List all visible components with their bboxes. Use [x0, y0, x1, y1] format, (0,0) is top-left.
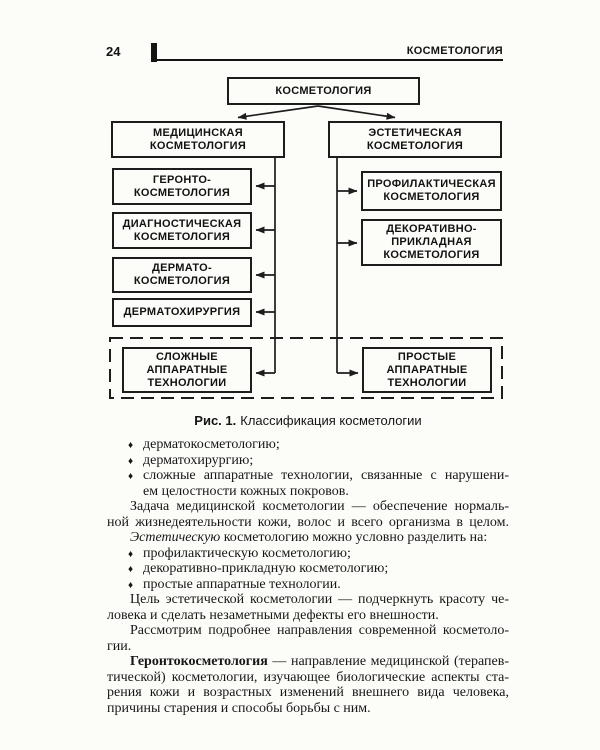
diagram-box-complex-hardware-tech: СЛОЖНЫЕ АППАРАТНЫЕ ТЕХНОЛОГИИ — [122, 347, 252, 393]
text-segment: Рассмотрим подробнее направления совреме… — [130, 623, 509, 638]
text-line: ♦ декоративно-прикладную косметологию; — [107, 561, 509, 577]
diamond-bullet-icon: ♦ — [128, 471, 134, 482]
text-line: ♦ дерматохирургию; — [107, 453, 509, 469]
diagram-box-geronto-cosmetology: ГЕРОНТО- КОСМЕТОЛОГИЯ — [112, 168, 252, 205]
text-line: ♦ простые аппаратные технологии. — [107, 577, 509, 593]
diagram-box-medical-cosmetology: МЕДИЦИНСКАЯ КОСМЕТОЛОГИЯ — [111, 121, 285, 158]
text-segment: ем целостности кожных покровов. — [143, 483, 349, 499]
diamond-bullet-icon: ♦ — [128, 455, 134, 467]
diagram-box-decorative-applied-cosmetology: ДЕКОРАТИВНО- ПРИКЛАДНАЯ КОСМЕТОЛОГИЯ — [361, 219, 502, 266]
text-segment: простые аппаратные технологии. — [143, 576, 341, 592]
diagram-box-dermato-cosmetology: ДЕРМАТО- КОСМЕТОЛОГИЯ — [112, 257, 252, 293]
text-line: Задача медицинской косметологии — обеспе… — [107, 499, 509, 515]
text-segment: дерматокосметологию; — [143, 437, 280, 452]
diagram-box-simple-hardware-tech: ПРОСТЫЕ АППАРАТНЫЕ ТЕХНОЛОГИИ — [362, 347, 492, 393]
diagram-box-diagnostic-cosmetology: ДИАГНОСТИЧЕСКАЯ КОСМЕТОЛОГИЯ — [112, 212, 252, 249]
diamond-bullet-icon: ♦ — [128, 548, 134, 560]
text-segment: дерматохирургию; — [143, 452, 254, 468]
flowchart-connectors — [109, 105, 503, 399]
text-line: рения кожи и возрастных изменений внешне… — [107, 685, 509, 701]
text-segment: Геронтокосметология — [130, 654, 268, 669]
text-line: тической) косметологии, изучающее биолог… — [107, 670, 509, 686]
text-line: ♦ профилактическую косметологию; — [107, 546, 509, 562]
page-number: 24 — [106, 44, 121, 59]
text-segment: ловека и сделать незаметными дефекты его… — [107, 607, 439, 623]
text-line: ной жизнедеятельности кожи, волос и всег… — [107, 515, 509, 531]
text-segment: Задача медицинской косметологии — обеспе… — [130, 499, 509, 514]
text-line: ем целостности кожных покровов. — [107, 484, 509, 500]
text-segment: гии. — [107, 638, 132, 654]
text-segment: декоративно-прикладную косметологию; — [143, 561, 389, 576]
diagram-box-aesthetic-cosmetology: ЭСТЕТИЧЕСКАЯ КОСМЕТОЛОГИЯ — [328, 121, 502, 158]
diagram-box-dermatosurgery: ДЕРМАТОХИРУРГИЯ — [112, 298, 252, 327]
text-segment: причины старения и способы борьбы с ним. — [107, 700, 371, 716]
text-segment: тической) косметологии, изучающее биолог… — [107, 669, 509, 685]
text-segment: Эстетическую — [130, 530, 221, 545]
figure-caption: Рис. 1.Классификация косметологии — [107, 413, 509, 429]
diamond-bullet-icon: ♦ — [128, 564, 134, 575]
header-tick-mark — [151, 43, 157, 62]
figure-caption-text: Классификация косметологии — [240, 413, 422, 428]
text-segment: сложные аппаратные технологии, связанные… — [143, 468, 509, 483]
diamond-bullet-icon: ♦ — [128, 440, 134, 451]
text-segment: профилактическую косметологию; — [143, 545, 351, 561]
text-line: ловека и сделать незаметными дефекты его… — [107, 608, 509, 624]
text-segment: — направление медицинской (терапев- — [267, 654, 509, 669]
diagram-box-preventive-cosmetology: ПРОФИЛАКТИЧЕСКАЯ КОСМЕТОЛОГИЯ — [361, 171, 502, 211]
text-line: гии. — [107, 639, 509, 655]
text-segment: Цель эстетической косметологии — подчерк… — [130, 592, 509, 607]
text-line: Рассмотрим подробнее направления совреме… — [107, 623, 509, 639]
text-line: Цель эстетической косметологии — подчерк… — [107, 592, 509, 608]
body-text: ♦ дерматокосметологию; ♦ дерматохирургию; ♦ с… — [107, 437, 509, 716]
text-segment: рения кожи и возрастных изменений внешне… — [107, 685, 509, 700]
header-rule — [157, 59, 503, 61]
running-header-title: КОСМЕТОЛОГИЯ — [406, 45, 503, 57]
text-segment: ной жизнедеятельности кожи, волос и всег… — [107, 514, 509, 530]
text-line: ♦ дерматокосметологию; — [107, 437, 509, 453]
diamond-bullet-icon: ♦ — [128, 579, 134, 591]
diagram-box-cosmetology: КОСМЕТОЛОГИЯ — [227, 77, 420, 105]
text-line: Геронтокосметология — направление медици… — [107, 654, 509, 670]
figure-caption-label: Рис. 1. — [194, 413, 237, 428]
text-line: Эстетическую косметологию можно условно … — [107, 530, 509, 546]
text-line: ♦ сложные аппаратные технологии, связанны… — [107, 468, 509, 484]
text-line: причины старения и способы борьбы с ним. — [107, 701, 509, 717]
text-segment: косметологию можно условно разделить на: — [220, 530, 488, 545]
